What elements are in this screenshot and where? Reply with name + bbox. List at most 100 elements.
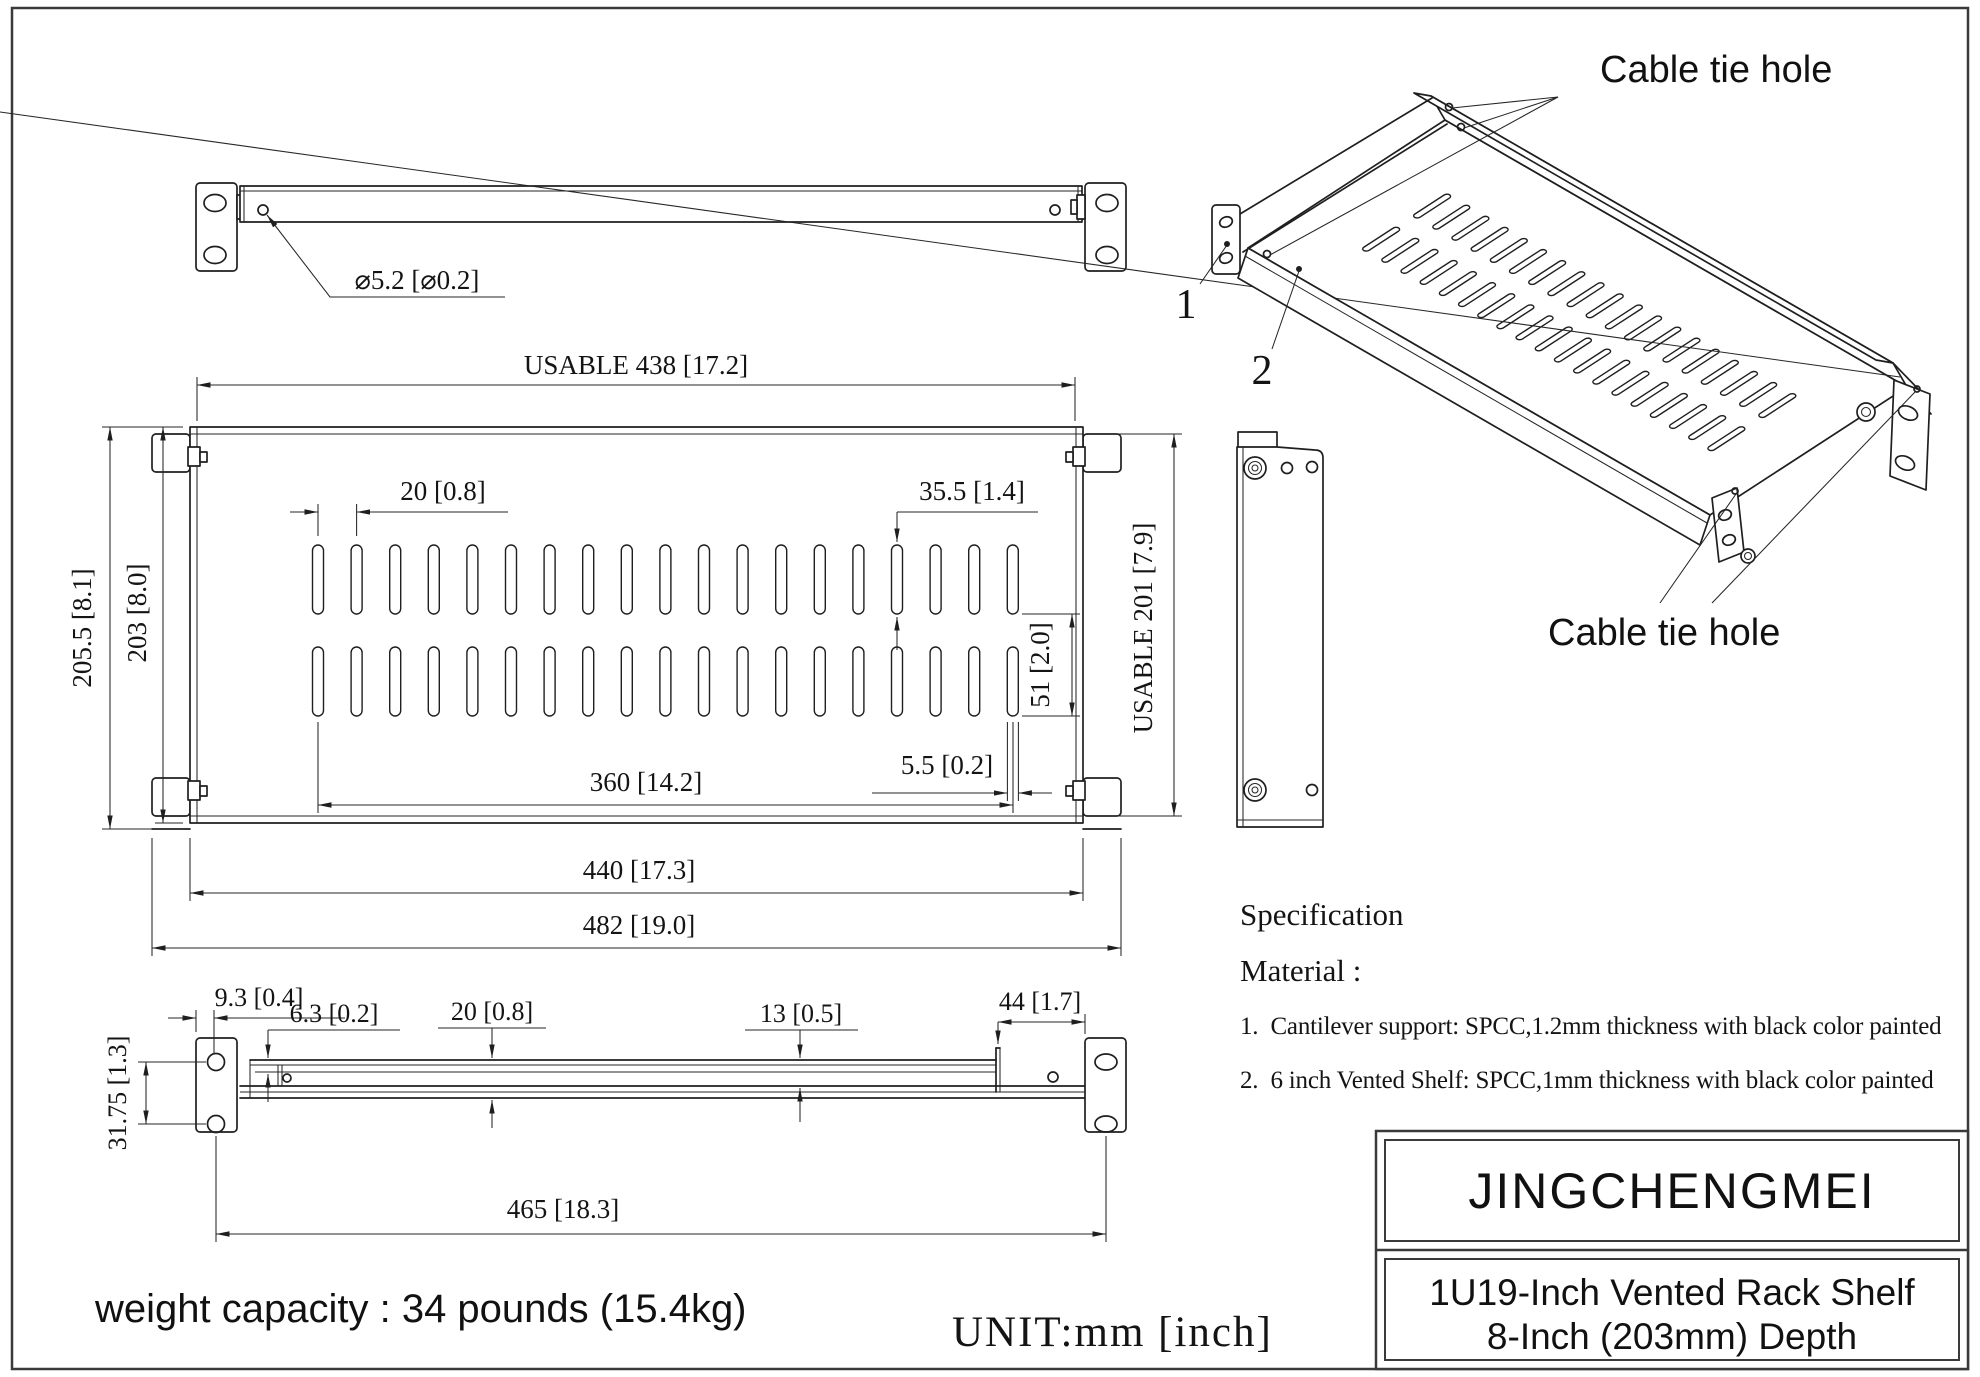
dim-step: 6.3 [0.2]	[290, 999, 379, 1028]
vent-slot	[1431, 204, 1471, 230]
vent-slot	[466, 646, 479, 717]
vent-slot	[1668, 404, 1708, 430]
vent-slot	[1591, 359, 1631, 385]
vent-slot	[929, 646, 942, 717]
vent-slot	[1495, 304, 1535, 330]
bracket-hole	[1094, 1115, 1118, 1133]
vent-slot	[813, 544, 826, 615]
ear	[1082, 433, 1122, 473]
part-label-1: 1	[1176, 282, 1197, 328]
vent-slot	[1572, 348, 1612, 374]
vent-slot	[1610, 370, 1650, 396]
part-label-2: 2	[1252, 348, 1273, 394]
vent-slot	[736, 544, 749, 615]
vent-slot	[1361, 226, 1401, 252]
nut	[1856, 402, 1876, 422]
vent-slot	[543, 646, 556, 717]
vent-slot	[659, 646, 672, 717]
vent-slot	[1006, 544, 1019, 615]
vent-slot	[582, 646, 595, 717]
rivet	[1243, 456, 1267, 802]
bracket-hole	[1095, 245, 1119, 265]
bracket-hole	[203, 193, 227, 213]
cable-tie-hole-label-bottom: Cable tie hole	[1548, 612, 1780, 654]
vent-slot	[311, 544, 325, 615]
vent-slot	[1719, 371, 1759, 397]
hole-profile	[282, 1073, 292, 1083]
bracket-hole	[1218, 251, 1234, 265]
vent-slot	[1566, 282, 1606, 308]
vent-slot	[1412, 193, 1452, 219]
dim-height: 20 [0.8]	[451, 997, 533, 1026]
vent-slot	[350, 646, 363, 717]
vent-slot	[968, 646, 981, 717]
page-border	[10, 6, 1970, 1371]
vent-slot	[1687, 415, 1727, 441]
cable-tie-hole-front	[1049, 204, 1061, 216]
front-right-bracket	[1084, 182, 1127, 272]
vent-slot	[1006, 646, 1019, 717]
dim-bracket-offset: 9.3 [0.4]	[215, 983, 304, 1012]
vent-slot	[1419, 260, 1459, 286]
vent-slot	[659, 544, 672, 615]
cable-tie-hole-label-top: Cable tie hole	[1600, 49, 1832, 91]
side-view	[1236, 431, 1324, 828]
vent-slot	[890, 544, 904, 615]
bracket-hole	[206, 1052, 226, 1072]
vent-slot	[1642, 326, 1682, 352]
vent-slot	[504, 544, 518, 615]
vent-slot	[1534, 326, 1574, 352]
vent-slot	[620, 646, 633, 717]
bracket-hole	[1721, 533, 1737, 547]
title-block: JINGCHENGMEI 1U19-Inch Vented Rack Shelf…	[1374, 1129, 1970, 1371]
weight-capacity-label: weight capacity : 34 pounds (15.4kg)	[94, 1287, 747, 1331]
vent-slot	[466, 544, 479, 615]
dim-hole-pitch: 31.75 [1.3]	[103, 1036, 132, 1151]
dim-lip: 13 [0.5]	[760, 999, 842, 1028]
vent-slot	[582, 544, 595, 615]
profile-right-bracket	[1084, 1037, 1127, 1133]
ear	[1082, 777, 1122, 817]
vent-slot	[389, 646, 402, 717]
dim-rear-gap: 44 [1.7]	[999, 987, 1081, 1016]
vent-slot	[1700, 359, 1740, 385]
vent-slot	[1604, 304, 1644, 330]
vent-slot	[1661, 337, 1701, 363]
dim-row-pitch: 51 [2.0]	[1025, 622, 1055, 707]
vent-slot	[697, 646, 711, 717]
vent-slot	[427, 646, 440, 717]
iso-vent-slots	[1361, 193, 1797, 451]
cable-tie-hole-front	[257, 204, 269, 216]
vent-slot	[350, 544, 363, 615]
vent-slot	[1515, 315, 1555, 341]
vent-slot	[1546, 271, 1586, 297]
side-plate	[1236, 431, 1324, 828]
vent-slot	[697, 544, 711, 615]
profile-left-bracket	[195, 1037, 238, 1133]
bracket-hole	[1218, 215, 1234, 229]
vent-slot	[813, 646, 826, 717]
vent-slot	[389, 544, 402, 615]
cable-tie-hole	[1731, 487, 1739, 495]
side-hole	[1280, 461, 1294, 475]
dim-slot-length: 35.5 [1.4]	[919, 476, 1025, 506]
vent-slot	[1508, 249, 1548, 275]
product-line1: 1U19-Inch Vented Rack Shelf	[1429, 1272, 1915, 1313]
vent-slot	[311, 646, 325, 717]
dim-slot-pitch: 20 [0.8]	[400, 476, 485, 506]
isometric-view: Cable tie hole Cable tie hole 1 2	[0, 49, 1932, 654]
plan-view: USABLE 438 [17.2] 20 [0.8] 35.5 [1.4] 51…	[67, 350, 1182, 956]
leader-dot	[1224, 241, 1230, 247]
part-labels: 1 2	[1176, 241, 1302, 394]
brand-box	[1384, 1139, 1960, 1242]
dim-length: 465 [18.3]	[507, 1194, 619, 1224]
dim-slot-width: 5.5 [0.2]	[901, 750, 993, 780]
nut	[1070, 199, 1078, 215]
vent-slot	[1470, 227, 1510, 253]
vent-slot	[1489, 238, 1529, 264]
vent-slot	[1630, 382, 1670, 408]
dim-usable-depth: USABLE 201 [7.9]	[1128, 523, 1158, 734]
vent-slot	[1706, 426, 1746, 452]
profile-view: 9.3 [0.4] 6.3 [0.2] 20 [0.8] 13 [0.5] 44…	[103, 983, 1127, 1242]
vent-slot	[1476, 293, 1516, 319]
